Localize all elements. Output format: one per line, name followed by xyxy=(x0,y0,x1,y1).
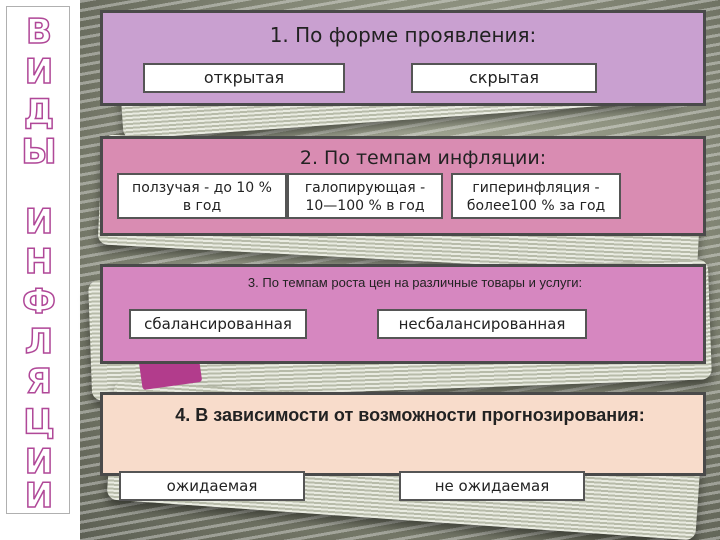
sidebar-letter: И xyxy=(24,442,54,482)
panel-price-growth: 3. По темпам роста цен на различные това… xyxy=(100,264,706,364)
option-open: открытая xyxy=(143,63,345,93)
panel-form: 1. По форме проявления: открытая скрытая xyxy=(100,10,706,106)
sidebar-letter: Я xyxy=(25,362,53,402)
option-hidden: скрытая xyxy=(411,63,597,93)
option-unbalanced: несбалансированная xyxy=(377,309,587,339)
option-line: в год xyxy=(182,198,222,214)
panel-title: 2. По темпам инфляции: xyxy=(299,147,547,169)
option-galloping: галопирующая - 10—100 % в год xyxy=(287,173,443,219)
sidebar-letter: Д xyxy=(23,92,55,132)
panel-title: 3. По темпам роста цен на различные това… xyxy=(247,275,583,290)
sidebar-letter: Н xyxy=(24,242,54,282)
sidebar-letter: И xyxy=(24,476,54,516)
option-line: более100 % за год xyxy=(466,198,606,214)
sidebar-letter: В xyxy=(25,12,52,52)
option-hyper: гиперинфляция - более100 % за год xyxy=(451,173,621,219)
option-line: гиперинфляция - xyxy=(472,180,600,196)
option-expected: ожидаемая xyxy=(119,471,305,501)
sidebar-vertical-title: В И Д Ы И Н Ф Л Я Ц И И xyxy=(6,6,70,514)
option-unexpected: не ожидаемая xyxy=(399,471,585,501)
panel-title: 4. В зависимости от возможности прогнози… xyxy=(175,405,645,425)
sidebar-letter: И xyxy=(24,52,54,92)
sidebar-letter: Ы xyxy=(21,132,58,172)
option-line: 10—100 % в год xyxy=(305,198,425,214)
option-line: галопирующая - xyxy=(304,180,426,196)
sidebar-letter: Ц xyxy=(22,402,55,442)
sidebar-letter: И xyxy=(24,202,54,242)
panel-forecast: 4. В зависимости от возможности прогнози… xyxy=(100,392,706,501)
panel-title: 1. По форме проявления: xyxy=(269,23,537,47)
option-creeping: ползучая - до 10 % в год xyxy=(117,173,287,219)
sidebar-letter: Л xyxy=(24,322,54,362)
option-line: ползучая - до 10 % xyxy=(132,180,272,196)
sidebar-letter: Ф xyxy=(21,282,56,322)
option-balanced: сбалансированная xyxy=(129,309,307,339)
panel-rate: 2. По темпам инфляции: ползучая - до 10 … xyxy=(100,136,706,236)
